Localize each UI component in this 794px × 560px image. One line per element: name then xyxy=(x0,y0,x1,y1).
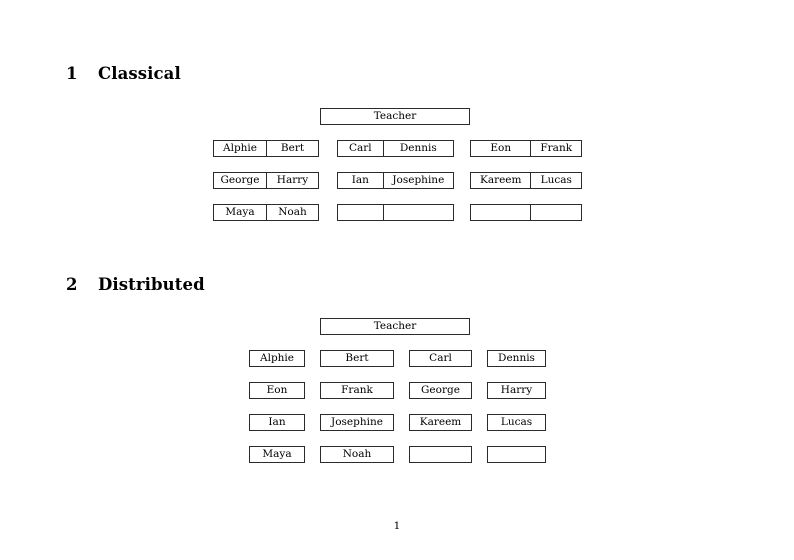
box-spacer xyxy=(305,382,320,399)
distributed-box[interactable]: Ian xyxy=(249,414,305,431)
classical-student-row-1: Alphie Bert Carl Dennis Eon Frank xyxy=(213,140,582,157)
classical-cell[interactable]: Maya xyxy=(214,205,266,220)
classical-teacher-label: Teacher xyxy=(373,109,417,122)
classical-cell[interactable]: Eon xyxy=(471,141,531,156)
classical-cell-empty[interactable] xyxy=(530,205,581,220)
classical-group-1[interactable]: Maya Noah xyxy=(213,204,319,221)
box-spacer xyxy=(305,446,320,463)
box-spacer xyxy=(472,446,487,463)
classical-cell-empty[interactable] xyxy=(471,205,531,220)
classical-group-1[interactable]: George Harry xyxy=(213,172,319,189)
classical-cell[interactable]: Ian xyxy=(338,173,383,188)
classical-group-2[interactable] xyxy=(337,204,454,221)
classical-group-3[interactable] xyxy=(470,204,582,221)
distributed-box[interactable]: Harry xyxy=(487,382,546,399)
distributed-box[interactable]: Eon xyxy=(249,382,305,399)
distributed-box[interactable]: Carl xyxy=(409,350,472,367)
box-spacer xyxy=(394,414,409,431)
box-spacer xyxy=(305,350,320,367)
distributed-student-row-3: Ian Josephine Kareem Lucas xyxy=(249,414,546,431)
box-spacer xyxy=(394,382,409,399)
section-heading-classical: 1 Classical xyxy=(66,64,181,83)
classical-cell[interactable]: Lucas xyxy=(530,173,581,188)
distributed-box[interactable]: Bert xyxy=(320,350,394,367)
classical-group-1[interactable]: Alphie Bert xyxy=(213,140,319,157)
box-spacer xyxy=(472,350,487,367)
classical-group-2[interactable]: Ian Josephine xyxy=(337,172,454,189)
distributed-student-row-1: Alphie Bert Carl Dennis xyxy=(249,350,546,367)
distributed-teacher-label: Teacher xyxy=(373,319,417,332)
classical-group-3[interactable]: Eon Frank xyxy=(470,140,582,157)
distributed-teacher-box[interactable]: Teacher xyxy=(320,318,470,335)
distributed-box[interactable]: Maya xyxy=(249,446,305,463)
classical-cell[interactable]: Frank xyxy=(530,141,581,156)
classical-cell[interactable]: Bert xyxy=(266,141,318,156)
distributed-box[interactable]: Josephine xyxy=(320,414,394,431)
classical-cell[interactable]: Alphie xyxy=(214,141,266,156)
box-spacer xyxy=(394,446,409,463)
classical-group-2[interactable]: Carl Dennis xyxy=(337,140,454,157)
classical-cell[interactable]: Noah xyxy=(266,205,318,220)
classical-student-row-3: Maya Noah xyxy=(213,204,582,221)
group-spacer xyxy=(454,172,470,189)
classical-cell[interactable]: Kareem xyxy=(471,173,531,188)
section-title: Distributed xyxy=(98,275,205,294)
distributed-box[interactable]: Frank xyxy=(320,382,394,399)
classical-teacher-box[interactable]: Teacher xyxy=(320,108,470,125)
classical-cell-empty[interactable] xyxy=(382,205,453,220)
section-number: 1 xyxy=(66,64,78,83)
group-spacer xyxy=(319,140,337,157)
distributed-student-row-2: Eon Frank George Harry xyxy=(249,382,546,399)
section-heading-distributed: 2 Distributed xyxy=(66,275,205,294)
box-spacer xyxy=(472,414,487,431)
distributed-box[interactable]: Alphie xyxy=(249,350,305,367)
distributed-box[interactable]: Dennis xyxy=(487,350,546,367)
distributed-box[interactable]: George xyxy=(409,382,472,399)
classical-cell[interactable]: Josephine xyxy=(382,173,453,188)
distributed-box-empty[interactable] xyxy=(487,446,546,463)
distributed-box-empty[interactable] xyxy=(409,446,472,463)
classical-group-3[interactable]: Kareem Lucas xyxy=(470,172,582,189)
classical-cell[interactable]: George xyxy=(214,173,266,188)
classical-cell[interactable]: Carl xyxy=(338,141,383,156)
box-spacer xyxy=(305,414,320,431)
distributed-box[interactable]: Lucas xyxy=(487,414,546,431)
box-spacer xyxy=(394,350,409,367)
page-number: 1 xyxy=(393,520,401,532)
classical-cell[interactable]: Harry xyxy=(266,173,318,188)
group-spacer xyxy=(319,204,337,221)
classical-student-row-2: George Harry Ian Josephine Kareem Lucas xyxy=(213,172,582,189)
group-spacer xyxy=(319,172,337,189)
box-spacer xyxy=(472,382,487,399)
classical-cell-empty[interactable] xyxy=(338,205,383,220)
distributed-box[interactable]: Noah xyxy=(320,446,394,463)
group-spacer xyxy=(454,140,470,157)
distributed-box[interactable]: Kareem xyxy=(409,414,472,431)
distributed-student-row-4: Maya Noah xyxy=(249,446,546,463)
classical-cell[interactable]: Dennis xyxy=(382,141,453,156)
section-number: 2 xyxy=(66,275,78,294)
section-title: Classical xyxy=(98,64,181,83)
group-spacer xyxy=(454,204,470,221)
